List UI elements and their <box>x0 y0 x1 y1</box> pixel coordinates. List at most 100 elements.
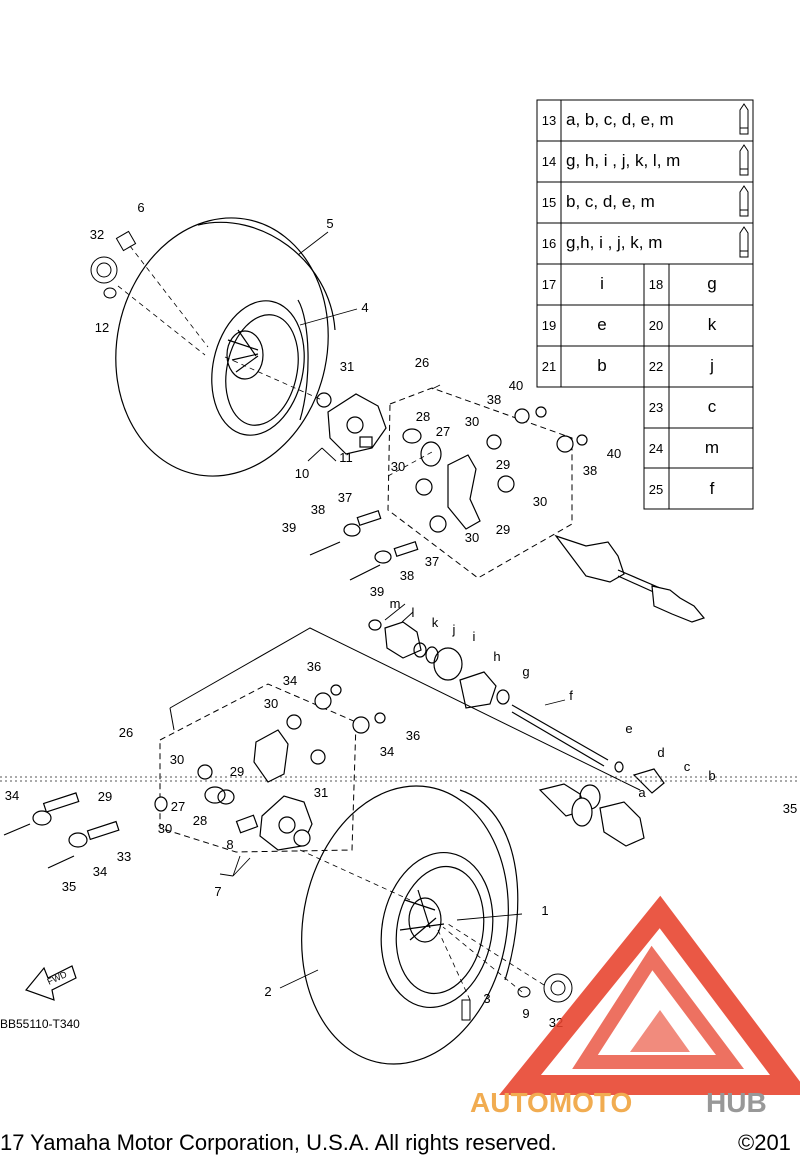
callout-label: 9 <box>522 1006 529 1021</box>
copyright-notice: 17 Yamaha Motor Corporation, U.S.A. All … <box>0 1130 557 1155</box>
callout-label: 38 <box>400 568 414 583</box>
callout-label: a <box>638 785 646 800</box>
callout-label: k <box>432 615 439 630</box>
callout-label: 31 <box>340 359 354 374</box>
callout-label: 30 <box>158 821 172 836</box>
callout-label: 33 <box>117 849 131 864</box>
callout-label: 5 <box>326 216 333 231</box>
torn-strip <box>0 776 800 782</box>
callout-label: g <box>522 664 529 679</box>
callout-label: 27 <box>171 799 185 814</box>
callout-label: m <box>390 596 401 611</box>
table-row-part: e <box>597 315 606 334</box>
table-row-number: 13 <box>542 113 556 128</box>
callout-label: 29 <box>496 457 510 472</box>
callout-label: 10 <box>295 466 309 481</box>
callout-label: 12 <box>95 320 109 335</box>
callout-label: 34 <box>93 864 107 879</box>
callout-label: 27 <box>436 424 450 439</box>
table-row-number: 25 <box>649 482 663 497</box>
legend-table-text: 13 a, b, c, d, e, m 14 g, h, i , j, k, l, m… <box>542 110 719 498</box>
callout-label: 32 <box>90 227 104 242</box>
lower-wheel <box>301 785 519 1065</box>
leader-lines <box>219 231 566 989</box>
callout-label: 36 <box>307 659 321 674</box>
callout-label: e <box>625 721 632 736</box>
callout-label: 36 <box>406 728 420 743</box>
table-row-part: i <box>600 274 604 293</box>
callout-label: 26 <box>119 725 133 740</box>
callout-label: 35 <box>62 879 76 894</box>
callout-label: 30 <box>533 494 547 509</box>
table-row-part: g <box>707 274 716 293</box>
callout-label: 38 <box>487 392 501 407</box>
callout-label: 34 <box>5 788 19 803</box>
table-row-part: b <box>597 356 606 375</box>
callout-label: d <box>657 745 664 760</box>
upper-knuckle-parts <box>309 406 588 581</box>
lower-knuckle-group <box>159 683 357 853</box>
table-row-parts: b, c, d, e, m <box>566 192 655 211</box>
callout-label: h <box>493 649 500 664</box>
copyright-notice-right: ©201 <box>738 1130 791 1155</box>
table-row-parts: g,h, i , j, k, m <box>566 233 662 252</box>
dashed-fixing-lines <box>117 245 545 1001</box>
callout-label: 30 <box>391 459 405 474</box>
table-row-number: 20 <box>649 318 663 333</box>
table-row-number: 17 <box>542 277 556 292</box>
table-row-parts: a, b, c, d, e, m <box>566 110 674 129</box>
lower-hub <box>235 795 313 851</box>
watermark-brand-a: AUTOMOTO <box>470 1087 632 1118</box>
callout-label: 38 <box>311 502 325 517</box>
callout-label: 30 <box>170 752 184 767</box>
callout-label: 34 <box>380 744 394 759</box>
upper-drive-shaft <box>554 534 706 623</box>
table-row-part: m <box>705 438 719 457</box>
callout-label: 28 <box>416 409 430 424</box>
callout-label: 30 <box>465 414 479 429</box>
callout-label: b <box>708 768 715 783</box>
upper-wheel-nut-parts <box>90 230 137 299</box>
table-row-number: 22 <box>649 359 663 374</box>
callout-label: 39 <box>282 520 296 535</box>
callout-label: 3 <box>483 991 490 1006</box>
callout-label: 7 <box>214 884 221 899</box>
callout-label: f <box>569 688 573 703</box>
callout-label: c <box>684 759 691 774</box>
table-row-number: 14 <box>542 154 556 169</box>
callout-label: 6 <box>137 200 144 215</box>
callout-label: 37 <box>338 490 352 505</box>
table-row-number: 16 <box>542 236 556 251</box>
table-row-number: 23 <box>649 400 663 415</box>
table-row-part: c <box>708 397 717 416</box>
lower-knuckle-parts <box>3 684 386 869</box>
shaft-assembly <box>368 619 665 794</box>
callout-label: 1 <box>541 903 548 918</box>
callout-label: 26 <box>415 355 429 370</box>
table-row-number: 21 <box>542 359 556 374</box>
callout-label: 39 <box>370 584 384 599</box>
callout-label: 29 <box>230 764 244 779</box>
table-row-number: 18 <box>649 277 663 292</box>
legend-table <box>536 99 754 510</box>
table-row-part: j <box>709 356 714 375</box>
callout-label: 38 <box>583 463 597 478</box>
fwd-arrow-icon: FWD <box>24 965 77 1001</box>
callout-label: 40 <box>607 446 621 461</box>
upper-hub <box>316 392 387 455</box>
callout-label: 28 <box>193 813 207 828</box>
callout-label: 30 <box>264 696 278 711</box>
automotohub-logo: AUTOMOTO HUB <box>470 895 800 1118</box>
callout-label: 30 <box>465 530 479 545</box>
table-row-number: 15 <box>542 195 556 210</box>
table-row-parts: g, h, i , j, k, l, m <box>566 151 680 170</box>
watermark-brand-b: HUB <box>706 1087 767 1118</box>
callout-label: 29 <box>98 789 112 804</box>
callout-label: 34 <box>283 673 297 688</box>
callout-label: j <box>452 622 456 637</box>
table-row-number: 19 <box>542 318 556 333</box>
callout-label: 35 <box>783 801 797 816</box>
